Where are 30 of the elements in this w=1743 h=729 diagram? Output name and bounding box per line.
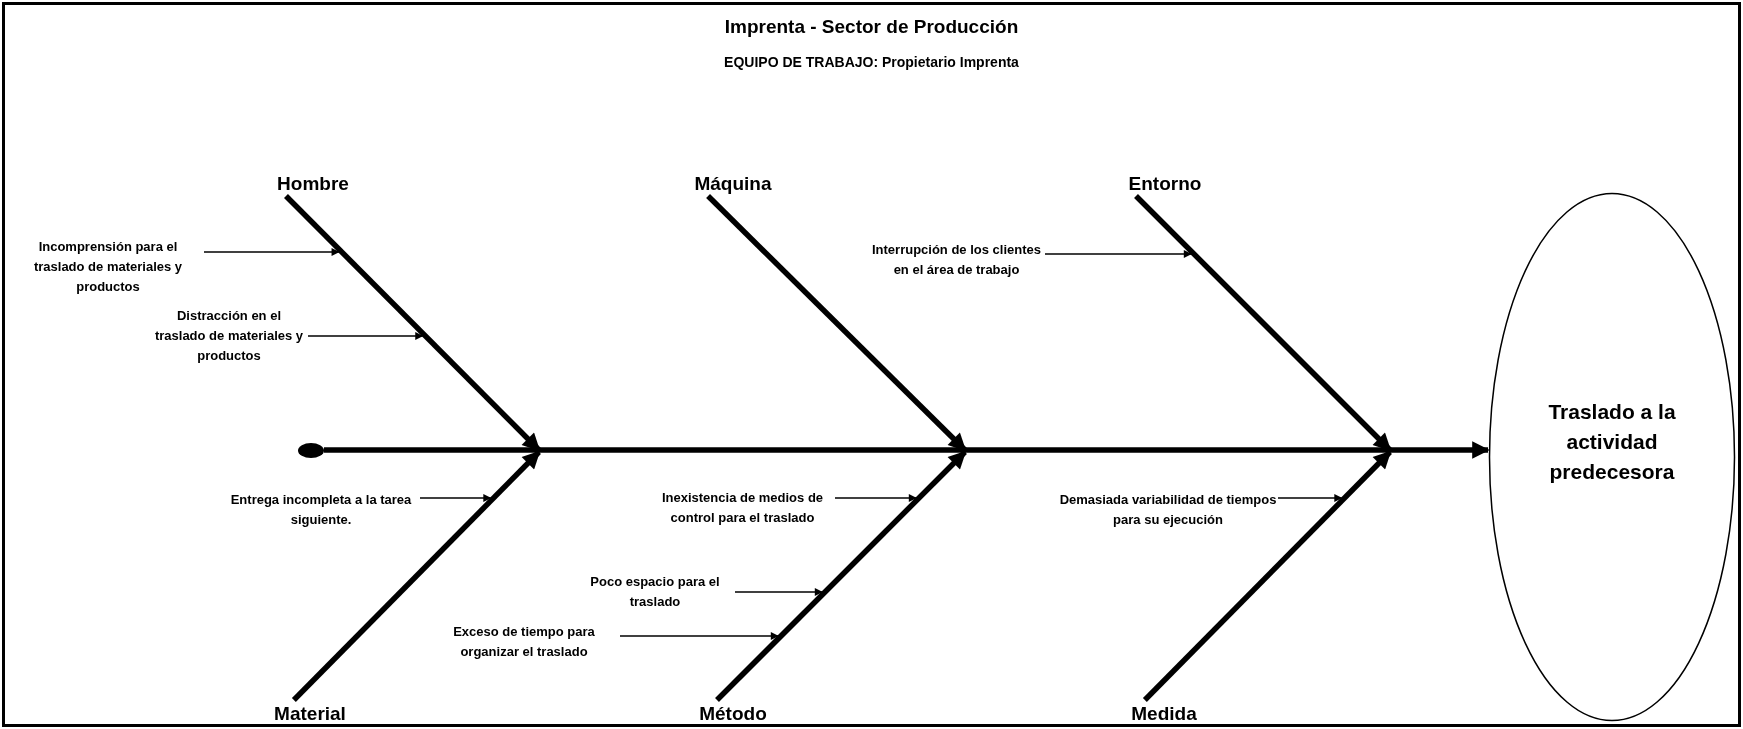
start-dot	[298, 443, 324, 458]
arrow	[619, 632, 779, 640]
category-label: Hombre	[263, 170, 363, 196]
arrow	[203, 248, 340, 256]
arrow	[1044, 250, 1192, 258]
arrow	[1142, 450, 1392, 702]
arrow	[1277, 494, 1343, 502]
cause-text: Poco espacio para el traslado	[575, 572, 735, 616]
category-label: Medida	[1114, 700, 1214, 724]
category-label: Máquina	[683, 170, 783, 196]
cause-text: Demasiada variabilidad de tiempos para su ejecución	[1058, 490, 1278, 534]
cause-text: Incomprensión para el traslado de materiales y productos	[12, 237, 204, 297]
arrow	[324, 441, 1490, 459]
subtitle: EQUIPO DE TRABAJO: Propietario Imprenta	[723, 54, 1020, 70]
cause-text: Interrupción de los clientes en el área de trabajo	[868, 240, 1045, 300]
category-label: Material	[260, 700, 360, 724]
cause-text: Exceso de tiempo para organizar el traslado	[428, 622, 620, 666]
cause-text: Entrega incompleta a la tarea siguiente.	[222, 490, 420, 534]
arrow	[734, 588, 823, 596]
arrow	[291, 450, 541, 702]
cause-text: Distracción en el traslado de materiales y productos	[150, 306, 308, 366]
category-label: Entorno	[1115, 170, 1215, 196]
arrow	[307, 332, 424, 340]
arrow	[419, 494, 492, 502]
arrow	[834, 494, 917, 502]
diagram-title: Imprenta - Sector de Producción	[723, 16, 1020, 38]
effect-text: Traslado a la actividad predecesora	[1547, 399, 1677, 485]
cause-text: Inexistencia de medios de control para el traslado	[650, 488, 835, 526]
category-label: Método	[683, 700, 783, 724]
arrow	[715, 450, 967, 702]
